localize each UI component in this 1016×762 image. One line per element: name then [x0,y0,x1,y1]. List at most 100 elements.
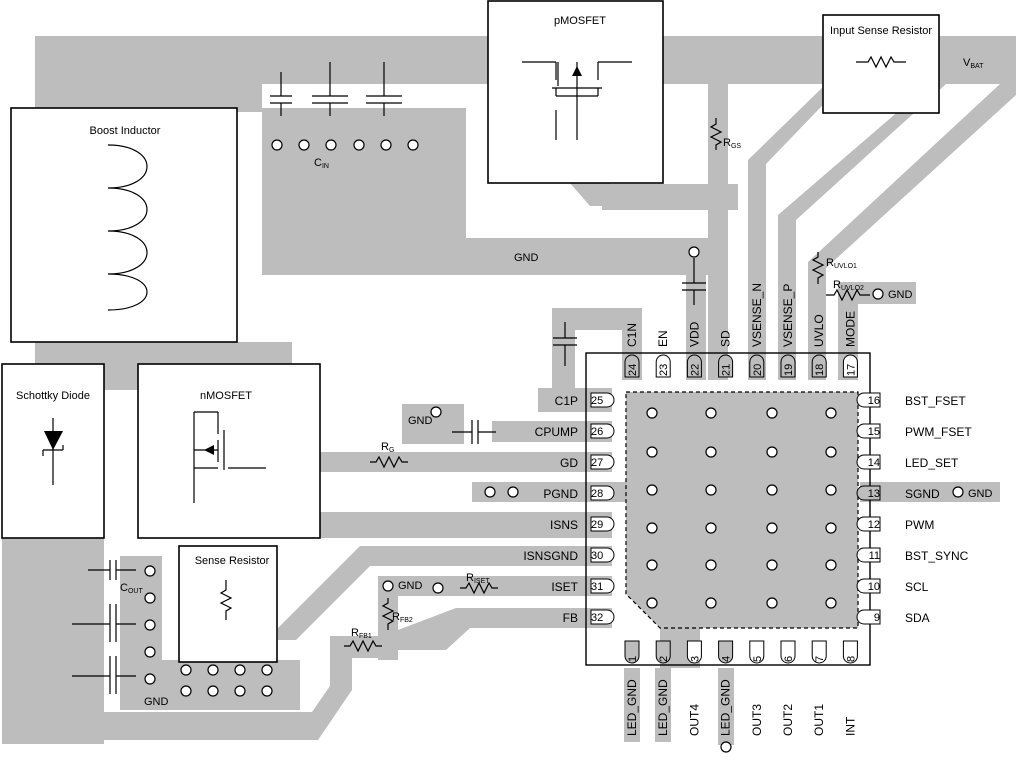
inductor-feed-copper [35,84,262,112]
thermal-via [825,597,837,609]
pin-number: 10 [868,581,880,593]
pin-pad [624,640,640,664]
led-gnd-trace-4 [718,668,734,745]
pin-pad [856,392,881,408]
rfb1-label-sub: FB1 [359,633,372,640]
via-iset-gnd [382,580,394,592]
pin-pad [686,640,702,664]
cin-vias [271,139,419,151]
rgs-label-sub: GS [731,143,741,150]
pin-name: VSENSE_P [781,284,795,347]
pin-name: SDA [905,611,930,625]
pin-name: INT [843,716,857,736]
via [380,139,392,151]
inductor-coil-symbol [107,144,148,311]
sense-resistor-symbol [219,580,233,620]
exposed-pad [626,392,858,628]
cin-cap-2 [312,62,348,116]
via [144,619,156,631]
rg-label: RG [381,441,394,454]
pin-pad [590,609,615,625]
pin-pad [856,485,881,501]
vias [144,139,964,753]
pmosfet-label: pMOSFET [554,15,606,27]
vbat-label-sub: BAT [970,63,984,70]
via [207,685,219,697]
ruvlo1-label-sub: UVLO1 [834,263,857,270]
pin-name: LED_GND [656,679,670,736]
pin-number: 18 [814,364,826,376]
via-led-gnd [720,741,732,753]
pin-number: 15 [868,426,880,438]
rg-label-sub: G [389,447,394,454]
rg-resistor [370,455,408,469]
thermal-via [646,446,658,458]
thermal-via [705,484,717,496]
pin-name: LED_GND [625,679,639,736]
thermal-via [646,484,658,496]
via [144,565,156,577]
ruvlo1-resistor [811,252,825,284]
pin-pad [780,640,796,664]
via-pgnd-1 [484,486,496,498]
pin-name: VDD [687,321,701,347]
pin-name: GD [560,456,578,470]
via [271,139,283,151]
cout-cap-2 [72,604,136,642]
thermal-via [705,407,717,419]
pin-name: PGND [543,487,578,501]
via-pgnd-2 [507,486,519,498]
mode-trace [838,282,916,380]
ruvlo1-label-main: R [826,257,834,269]
sense-gnd-vias [180,664,273,697]
pin-number: 23 [658,364,670,376]
cout-cap-1 [88,560,136,580]
pin-pad [590,423,615,439]
pin-name: UVLO [812,314,826,347]
pin-name: SCL [905,580,929,594]
pin-number: 19 [783,364,795,376]
input-sense-resistor-symbol [856,55,906,69]
pin-pad [590,547,615,563]
pin-number: 8 [845,656,857,662]
pin-pad [655,640,671,664]
input-sense-resistor-label: Input Sense Resistor [830,25,932,37]
pmosfet-body-diode [572,66,582,76]
sense-resistor-label: Sense Resistor [195,555,270,567]
pin-number: 13 [868,488,880,500]
thermal-via [705,559,717,571]
pin-number: 24 [627,364,639,376]
thermal-via [646,559,658,571]
pin-number: 26 [591,426,603,438]
pin-number: 25 [591,395,603,407]
pin-name: CPUMP [535,425,578,439]
sd-trace [708,84,728,380]
pin-left-26: 26 CPUMP [535,423,615,439]
vbat-label-main: V [963,57,971,69]
gnd-mode-label: GND [888,289,913,301]
via [207,664,219,676]
vbat-right-copper [628,36,1016,84]
rfb2-resistor [381,598,395,630]
rg-label-main: R [381,441,389,453]
sense-resistor-box [178,545,278,663]
component-boxes: pMOSFET Input Sense Resistor Boost Induc… [1,0,940,663]
pin-name: OUT2 [781,704,795,736]
pin-name: MODE [843,311,857,347]
via-vdd-gnd [688,246,700,258]
pin-pad [780,354,796,378]
pin-name: OUT4 [687,704,701,736]
pin-number: 1 [627,656,639,662]
pin-right-10: 10 SCL [856,578,929,594]
